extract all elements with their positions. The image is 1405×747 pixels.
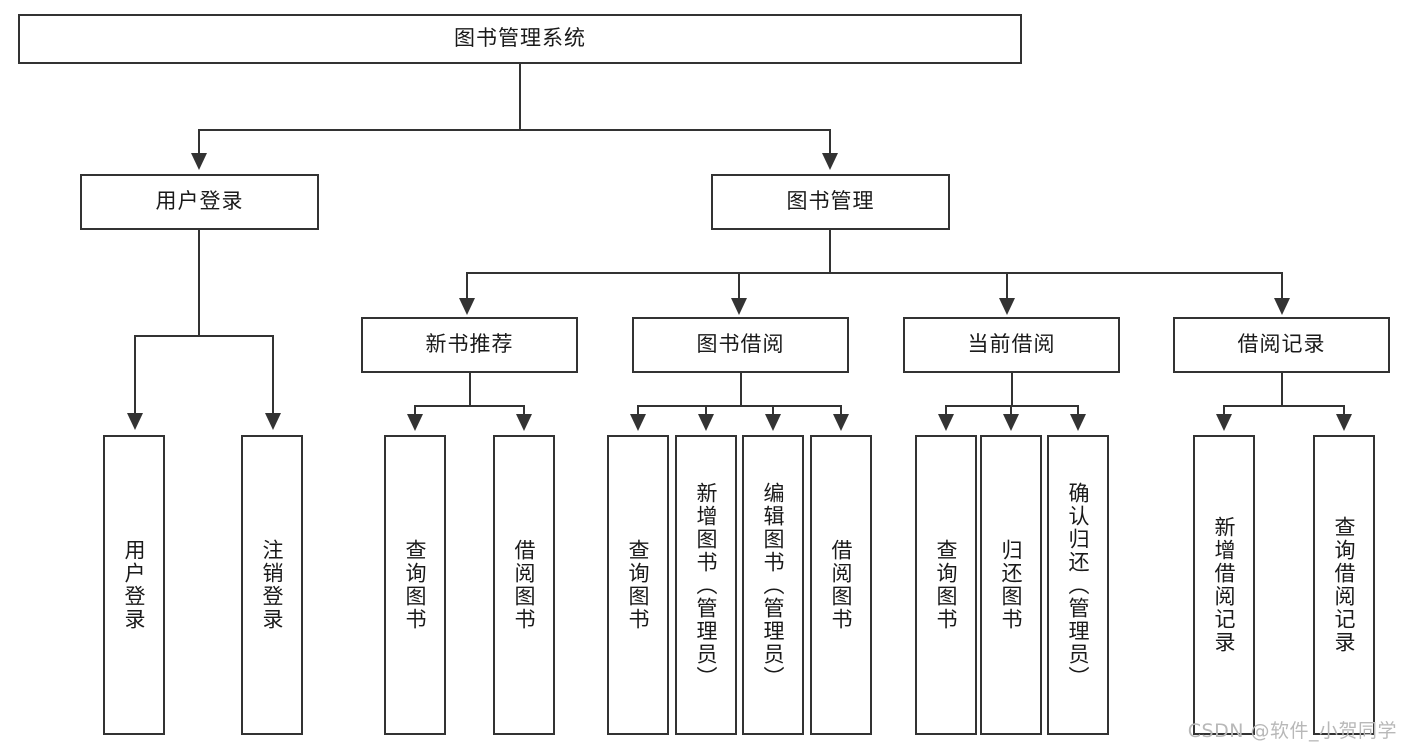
node-label: 查询借阅记录 <box>1332 516 1357 654</box>
node-label: 查询图书 <box>934 539 959 631</box>
leaf-book-borrow-borrow[interactable]: 借阅图书 <box>810 435 872 735</box>
node-book-management[interactable]: 图书管理 <box>711 174 950 230</box>
arrow-book-borrow-leaf-3 <box>765 414 781 431</box>
edge-root-to-user-login <box>198 129 200 155</box>
edge-book-borrow-drop-4 <box>840 405 842 416</box>
arrow-book-borrow-leaf-4 <box>833 414 849 431</box>
edge-borrow-record-drop-2 <box>1343 405 1345 416</box>
edge-book-borrow-stem <box>740 373 742 406</box>
arrow-to-borrow-record <box>1274 298 1290 315</box>
edge-new-book-drop-1 <box>414 405 416 416</box>
edge-borrow-record-drop-1 <box>1223 405 1225 416</box>
node-current-borrow[interactable]: 当前借阅 <box>903 317 1120 373</box>
leaf-current-borrow-confirm-return[interactable]: 确认归还（管理员） <box>1047 435 1109 735</box>
leaf-user-login-logout[interactable]: 注销登录 <box>241 435 303 735</box>
node-label: 编辑图书（管理员） <box>761 481 786 689</box>
node-label: 确认归还（管理员） <box>1066 481 1091 689</box>
leaf-new-book-query[interactable]: 查询图书 <box>384 435 446 735</box>
leaf-current-borrow-query[interactable]: 查询图书 <box>915 435 977 735</box>
arrow-borrow-record-leaf-1 <box>1216 414 1232 431</box>
arrow-to-book-management <box>822 153 838 170</box>
edge-level3-drop-4 <box>1281 272 1283 299</box>
arrow-current-borrow-leaf-3 <box>1070 414 1086 431</box>
node-label: 归还图书 <box>999 539 1024 631</box>
edge-user-login-stem <box>198 230 200 336</box>
edge-book-borrow-bus <box>637 405 842 407</box>
node-label: 图书管理 <box>786 189 875 214</box>
leaf-borrow-record-query[interactable]: 查询借阅记录 <box>1313 435 1375 735</box>
arrow-book-borrow-leaf-1 <box>630 414 646 431</box>
node-label: 图书管理系统 <box>454 26 586 51</box>
arrow-new-book-leaf-1 <box>407 414 423 431</box>
arrow-user-login-leaf-2 <box>265 413 281 430</box>
arrow-book-borrow-leaf-2 <box>698 414 714 431</box>
leaf-user-login-login[interactable]: 用户登录 <box>103 435 165 735</box>
edge-user-login-bus <box>134 335 274 337</box>
leaf-book-borrow-edit[interactable]: 编辑图书（管理员） <box>742 435 804 735</box>
arrow-user-login-leaf-1 <box>127 413 143 430</box>
node-label: 注销登录 <box>260 539 285 631</box>
edge-borrow-record-bus <box>1223 405 1345 407</box>
edge-current-borrow-drop-1 <box>945 405 947 416</box>
edge-book-borrow-drop-1 <box>637 405 639 416</box>
node-borrow-record[interactable]: 借阅记录 <box>1173 317 1390 373</box>
edge-book-borrow-drop-3 <box>772 405 774 416</box>
leaf-new-book-borrow[interactable]: 借阅图书 <box>493 435 555 735</box>
node-label: 查询图书 <box>403 539 428 631</box>
edge-book-management-stem <box>829 230 831 273</box>
edge-new-book-stem <box>469 373 471 406</box>
edge-current-borrow-drop-3 <box>1077 405 1079 416</box>
watermark-text: CSDN @软件_小贺同学 <box>1187 720 1397 742</box>
node-label: 新增借阅记录 <box>1212 516 1237 654</box>
edge-level3-drop-3 <box>1006 272 1008 299</box>
edge-new-book-drop-2 <box>523 405 525 416</box>
edge-current-borrow-drop-2 <box>1010 405 1012 416</box>
leaf-current-borrow-return[interactable]: 归还图书 <box>980 435 1042 735</box>
node-new-book-recommend[interactable]: 新书推荐 <box>361 317 578 373</box>
node-label: 新增图书（管理员） <box>694 481 719 689</box>
node-user-login[interactable]: 用户登录 <box>80 174 319 230</box>
node-label: 借阅图书 <box>829 539 854 631</box>
arrow-to-user-login <box>191 153 207 170</box>
edge-user-login-drop-1 <box>134 335 136 415</box>
node-label: 查询图书 <box>626 539 651 631</box>
leaf-book-borrow-add[interactable]: 新增图书（管理员） <box>675 435 737 735</box>
node-label: 借阅图书 <box>512 539 537 631</box>
edge-current-borrow-stem <box>1011 373 1013 406</box>
node-label: 图书借阅 <box>696 332 785 357</box>
node-label: 新书推荐 <box>425 332 514 357</box>
arrow-to-new-book-recommend <box>459 298 475 315</box>
node-label: 借阅记录 <box>1237 332 1326 357</box>
leaf-book-borrow-query[interactable]: 查询图书 <box>607 435 669 735</box>
edge-level3-bus <box>466 272 1283 274</box>
edge-root-bus <box>198 129 831 131</box>
edge-book-borrow-drop-2 <box>705 405 707 416</box>
edge-level3-drop-1 <box>466 272 468 299</box>
edge-borrow-record-stem <box>1281 373 1283 406</box>
node-label: 用户登录 <box>122 539 147 631</box>
node-label: 当前借阅 <box>967 332 1056 357</box>
edge-level3-drop-2 <box>738 272 740 299</box>
edge-new-book-bus <box>414 405 525 407</box>
edge-user-login-drop-2 <box>272 335 274 415</box>
leaf-borrow-record-add[interactable]: 新增借阅记录 <box>1193 435 1255 735</box>
arrow-current-borrow-leaf-2 <box>1003 414 1019 431</box>
node-label: 用户登录 <box>155 189 244 214</box>
edge-root-stem <box>519 64 521 130</box>
arrow-to-current-borrow <box>999 298 1015 315</box>
arrow-current-borrow-leaf-1 <box>938 414 954 431</box>
edge-current-borrow-bus <box>945 405 1079 407</box>
arrow-to-book-borrow <box>731 298 747 315</box>
arrow-new-book-leaf-2 <box>516 414 532 431</box>
arrow-borrow-record-leaf-2 <box>1336 414 1352 431</box>
edge-root-to-book-management <box>829 129 831 155</box>
node-root-book-management-system[interactable]: 图书管理系统 <box>18 14 1022 64</box>
node-book-borrow[interactable]: 图书借阅 <box>632 317 849 373</box>
